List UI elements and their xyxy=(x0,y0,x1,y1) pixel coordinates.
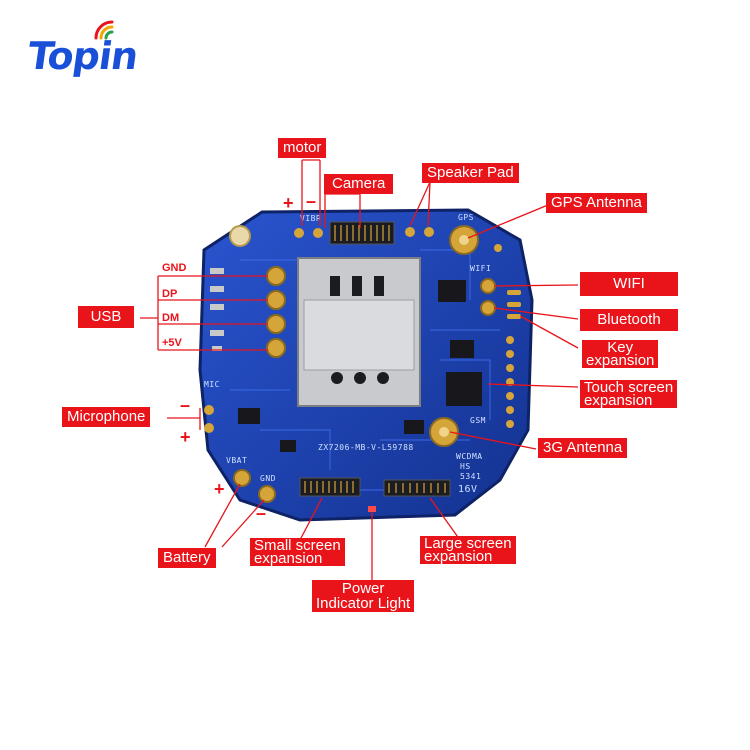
callout-3g-antenna: 3G Antenna xyxy=(538,438,627,458)
callout-speaker-pad: Speaker Pad xyxy=(422,163,519,183)
callout-bluetooth: Bluetooth xyxy=(580,309,678,331)
callout-touch-screen-expansion: Touch screen expansion xyxy=(580,380,677,408)
usb-pin-gnd-label: GND xyxy=(162,262,186,274)
battery-minus-sign: – xyxy=(256,504,266,522)
callout-gps-antenna: GPS Antenna xyxy=(546,193,647,213)
usb-pin-dm-label: DM xyxy=(162,312,179,324)
battery-plus-sign: + xyxy=(214,480,225,498)
callout-small-screen-expansion: Small screen expansion xyxy=(250,538,345,566)
callout-large-screen-expansion: Large screen expansion xyxy=(420,536,516,564)
callout-power-line2: Indicator Light xyxy=(316,596,410,611)
callout-power-indicator-light: Power Indicator Light xyxy=(312,580,414,612)
motor-plus-sign: + xyxy=(283,194,294,212)
mic-plus-sign: + xyxy=(180,428,191,446)
callout-key-expansion: Key expansion xyxy=(582,340,658,368)
motor-minus-sign: – xyxy=(306,192,316,210)
usb-pin-5v-label: +5V xyxy=(162,337,182,349)
callout-microphone: Microphone xyxy=(62,407,150,427)
callout-camera: Camera xyxy=(324,174,393,194)
mic-minus-sign: – xyxy=(180,396,190,414)
callout-key-expansion-line2: expansion xyxy=(586,354,654,367)
callout-motor: motor xyxy=(278,138,326,158)
callout-usb: USB xyxy=(78,306,134,328)
callout-power-line1: Power xyxy=(316,581,410,596)
callout-wifi: WIFI xyxy=(580,272,678,296)
usb-pin-dp-label: DP xyxy=(162,288,177,300)
callout-battery: Battery xyxy=(158,548,216,568)
